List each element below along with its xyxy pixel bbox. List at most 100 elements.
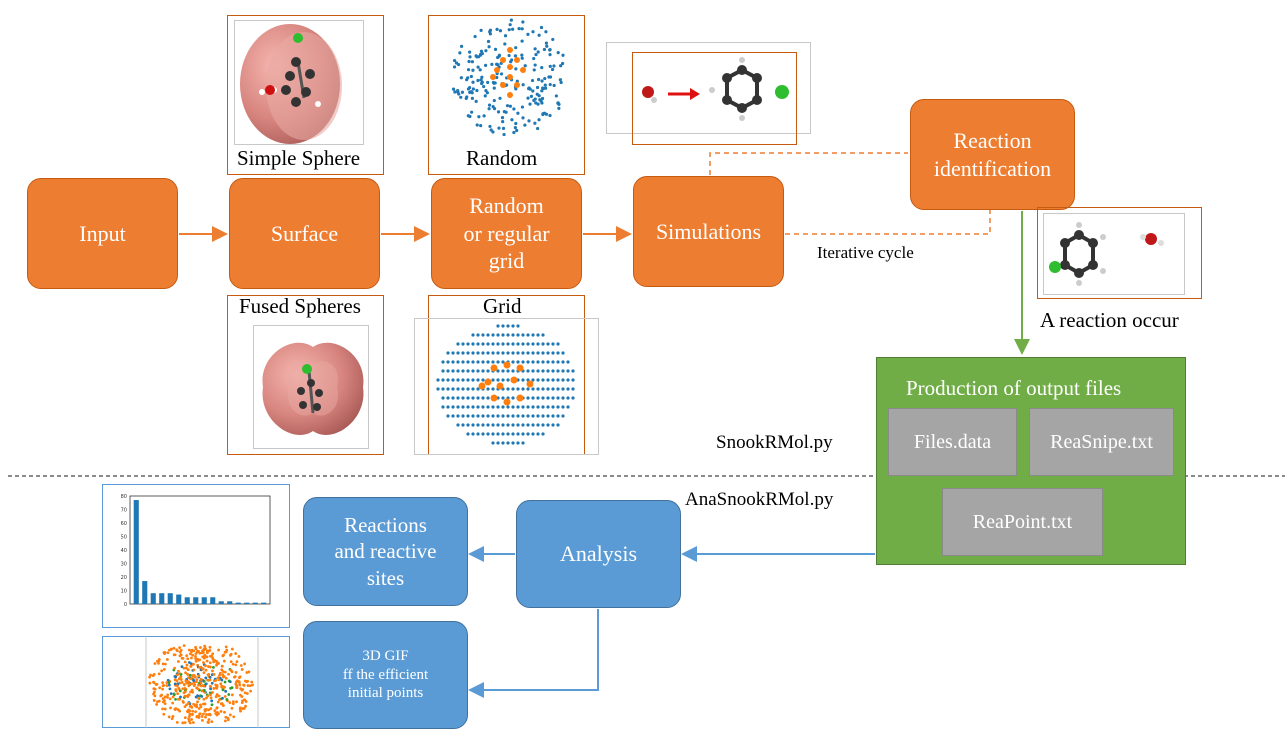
point-mark [551,378,555,382]
point-mark [229,660,233,664]
point-mark [240,668,244,671]
point-mark [481,351,485,355]
point-mark [541,423,545,427]
point-mark [479,28,483,32]
point-mark [491,441,495,445]
point-mark [476,432,480,436]
point-mark [491,405,495,409]
chlorine-atom-icon [293,33,303,43]
point-mark [548,113,552,118]
point-mark [247,670,251,674]
point-mark [162,667,166,671]
point-mark [498,96,502,100]
point-mark [526,405,530,409]
point-mark [165,681,169,685]
point-mark [456,396,460,400]
point-mark [545,44,549,48]
reaction-label-line2: identification [933,155,1052,181]
point-mark [481,405,485,409]
point-mark [476,78,480,83]
point-mark [204,715,207,719]
point-mark [540,96,545,101]
point-mark [441,396,445,400]
point-mark [556,423,560,427]
bar [210,597,216,604]
point-mark [526,351,530,355]
point-mark [526,432,530,436]
point-mark [194,652,198,656]
point-mark [179,653,183,657]
point-mark [506,441,510,445]
point-mark [466,396,470,400]
point-mark [551,369,555,373]
point-mark [506,432,510,436]
point-mark [496,342,500,346]
point-mark [571,387,575,391]
point-mark [461,342,465,346]
point-mark [165,684,169,687]
point-mark [199,681,203,685]
point-mark [526,423,530,427]
reactions-label-line3: sites [366,565,405,590]
bar [150,593,156,604]
point-mark [198,712,202,716]
bar [176,594,182,604]
bar [235,602,241,604]
point-mark [535,85,540,90]
point-mark [468,85,472,90]
point-mark [215,684,219,687]
point-mark [546,387,550,391]
point-mark [224,689,228,693]
point-mark [548,82,552,87]
point-mark [221,688,225,692]
point-mark [172,653,176,657]
point-mark [207,721,210,725]
point-mark [223,670,227,674]
point-mark [507,28,511,32]
point-mark [452,65,457,69]
point-mark [228,680,232,684]
point-mark [474,54,478,58]
point-mark [172,646,176,650]
point-mark [501,369,505,373]
point-mark [187,676,190,680]
point-mark [185,654,189,658]
point-mark [531,360,535,364]
point-mark [502,132,506,137]
point-mark [475,123,479,127]
point-mark [546,396,550,400]
point-mark [541,405,545,409]
point-mark [163,707,167,711]
point-mark [516,351,520,355]
point-mark [486,414,490,418]
point-mark [180,680,184,684]
point-mark [556,369,560,373]
reactions-label-line2: and reactive [334,539,437,564]
point-mark [566,378,570,382]
plot-area [129,495,271,605]
point-mark [506,369,510,373]
point-mark [456,423,460,427]
point-mark [451,369,455,373]
point-mark [188,652,192,656]
atom-mark [490,74,496,80]
point-mark [497,53,502,57]
point-mark [181,721,185,725]
point-mark [198,658,202,662]
point-mark [241,707,245,710]
simple-sphere-image [240,24,342,144]
point-mark [476,378,480,382]
point-mark [511,405,515,409]
point-mark [155,703,159,706]
point-mark [234,663,238,667]
point-mark [209,707,213,710]
point-mark [194,645,197,649]
point-mark [209,665,212,669]
point-mark [219,702,223,706]
point-mark [173,666,176,670]
point-mark [530,78,535,83]
point-mark [211,657,215,661]
point-mark [476,360,480,364]
point-mark [195,703,198,707]
point-mark [250,680,254,684]
